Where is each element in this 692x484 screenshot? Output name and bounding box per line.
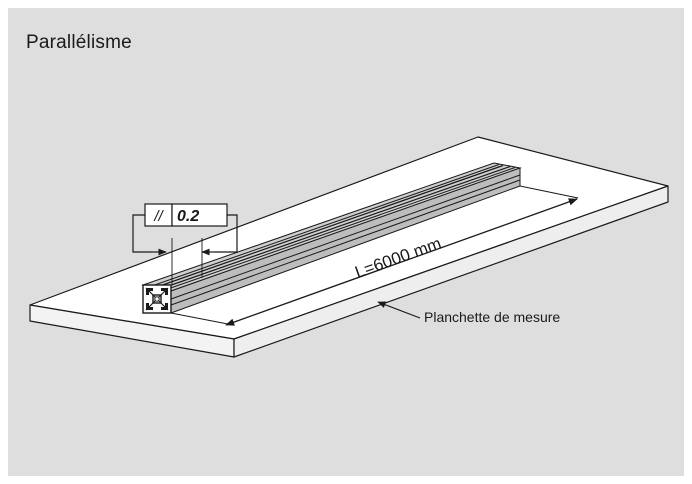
- parallelism-symbol: //: [153, 208, 164, 225]
- figure-title: Parallélisme: [26, 32, 132, 53]
- profile-cross-section: [142, 284, 172, 314]
- tolerance-frame: // 0.2: [132, 203, 238, 284]
- tolerance-value: 0.2: [177, 208, 199, 225]
- plate-callout: Planchette de mesure: [377, 301, 560, 325]
- plate-callout-label: Planchette de mesure: [424, 309, 560, 325]
